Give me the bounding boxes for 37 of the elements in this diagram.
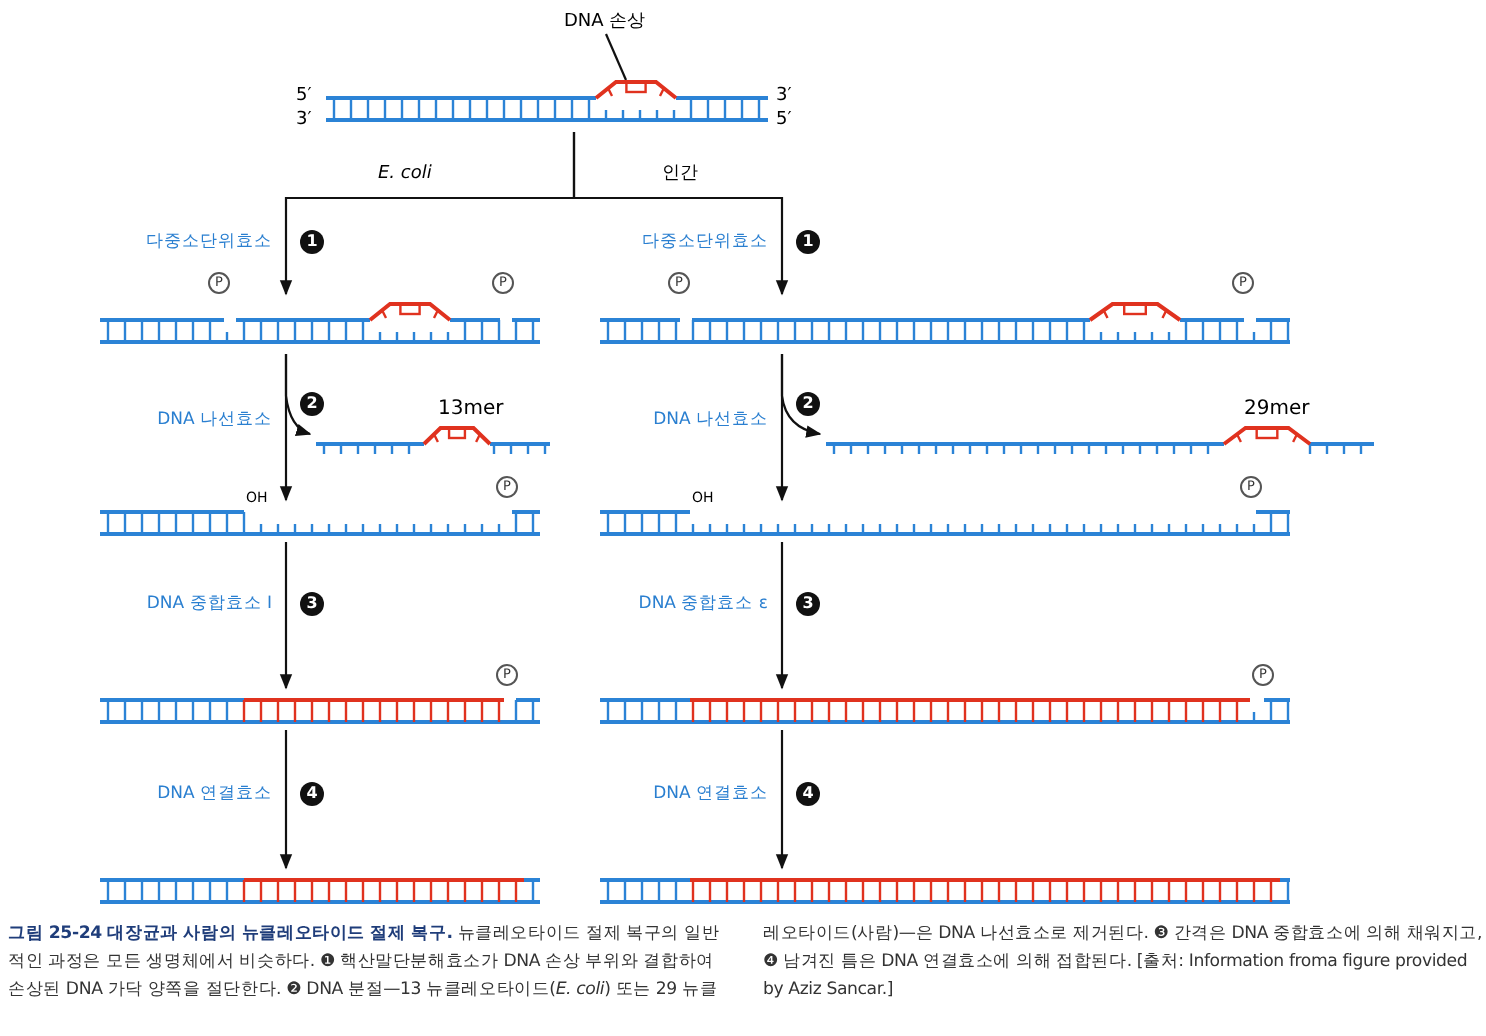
dna-duplex [596,872,1296,908]
arrow [279,542,293,690]
fragment-length-label: 13mer [438,398,504,420]
strand-end-label: 3′ [296,110,312,132]
arrow [780,354,822,438]
step-number: 3 [796,592,820,616]
step-number: 2 [796,392,820,416]
enzyme-label: DNA 연결효소 [653,784,768,806]
dna-duplex [596,692,1296,728]
edge-label: 인간 [662,164,698,186]
enzyme-label: 다중소단위효소 [146,232,272,254]
strand-end-label: 3′ [776,86,792,108]
arrow [279,730,293,870]
arrow [284,354,312,436]
arrow [775,542,789,690]
step-number: 3 [300,592,324,616]
step-number: 1 [300,230,324,254]
damage-label: DNA 손상 [564,12,646,34]
enzyme-label: DNA 연결효소 [157,784,272,806]
leader-line [605,33,627,81]
arrow [775,730,789,870]
enzyme-label: DNA 나선효소 [157,410,272,432]
enzyme-label: 다중소단위효소 [642,232,768,254]
edge-label: E. coli [378,164,432,186]
enzyme-label: DNA 중합효소 ε [638,594,768,616]
step-number: 2 [300,392,324,416]
enzyme-label: DNA 나선효소 [653,410,768,432]
step-number: 4 [300,782,324,806]
fragment-length-label: 29mer [1244,398,1310,420]
arrow [572,132,789,296]
strand-end-label: 5′ [296,86,312,108]
dna-duplex [596,504,1296,540]
strand-end-label: 5′ [776,110,792,132]
step-number: 1 [796,230,820,254]
figure-caption: 그림 25-24 대장균과 사람의 뉴클레오타이드 절제 복구. 뉴클레오타이드 절제 복구의 일반적인 과정은 모든 생명체에서 비슷하다. ❶ 핵산말단분해효소가 DNA 손상 부위와 결합하여 손상된 DNA 가닥 양쪽을 절단한다. ❷ DNA 분절—13 뉴클레오타이드(E. coli) 또는 29 뉴클레오타이드(사람)—은 DNA 나선효소로 제거된다. ❸ 간격은 DNA 중합효소에 의해 채워지고, ❹ 남겨진 틈은 DNA 연결효소에 의해 접합된다. [출처: Information froma figure provided by Aziz Sancar.] [8,922,1482,1004]
step-number: 4 [796,782,820,806]
enzyme-label: DNA 중합효소 I [146,594,272,616]
